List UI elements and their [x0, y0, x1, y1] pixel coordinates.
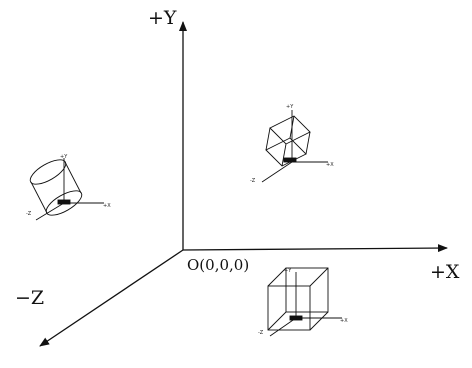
upright-cube-marker [289, 315, 303, 321]
rotated-cube-back [269, 115, 311, 145]
cylinder-top [29, 159, 67, 185]
main-axes [39, 21, 448, 347]
rotated-cube-mini-x-label: +X [326, 162, 334, 168]
cylinder-mini-y-label: +Y [60, 154, 68, 160]
upright-cube-mini-y-label: +Y [284, 268, 292, 274]
upright-cube-back [285, 267, 329, 313]
cylinder-object: +Y +X -Z [26, 154, 111, 221]
y-axis-label: +Y [148, 7, 177, 29]
upright-cube-front [267, 285, 311, 331]
origin-label: O(0,0,0) [187, 256, 249, 274]
x-axis-label: +X [430, 261, 460, 283]
upright-cube-mini-z-label: -Z [258, 330, 264, 336]
cylinder-mini-z-label: -Z [26, 211, 32, 217]
z-axis-label: −Z [15, 287, 44, 309]
rotated-cube-object: +Y +X -Z [250, 104, 334, 184]
rotated-cube-mini-axes [261, 110, 328, 183]
x-axis-line [182, 244, 448, 253]
z-axis-line [39, 249, 184, 347]
upright-cube-mini-axes [269, 272, 342, 337]
upright-cube-mini-x-label: +X [340, 318, 348, 324]
rotated-cube-mini-z-label: -Z [250, 178, 256, 184]
upright-cube-object: +Y +X -Z [258, 267, 348, 337]
rotated-cube-marker [283, 157, 297, 163]
rotated-cube-mini-y-label: +Y [286, 104, 294, 110]
cylinder-mini-axes [35, 158, 104, 221]
cylinder-mini-x-label: +X [103, 203, 111, 209]
cylinder-marker [57, 199, 71, 205]
